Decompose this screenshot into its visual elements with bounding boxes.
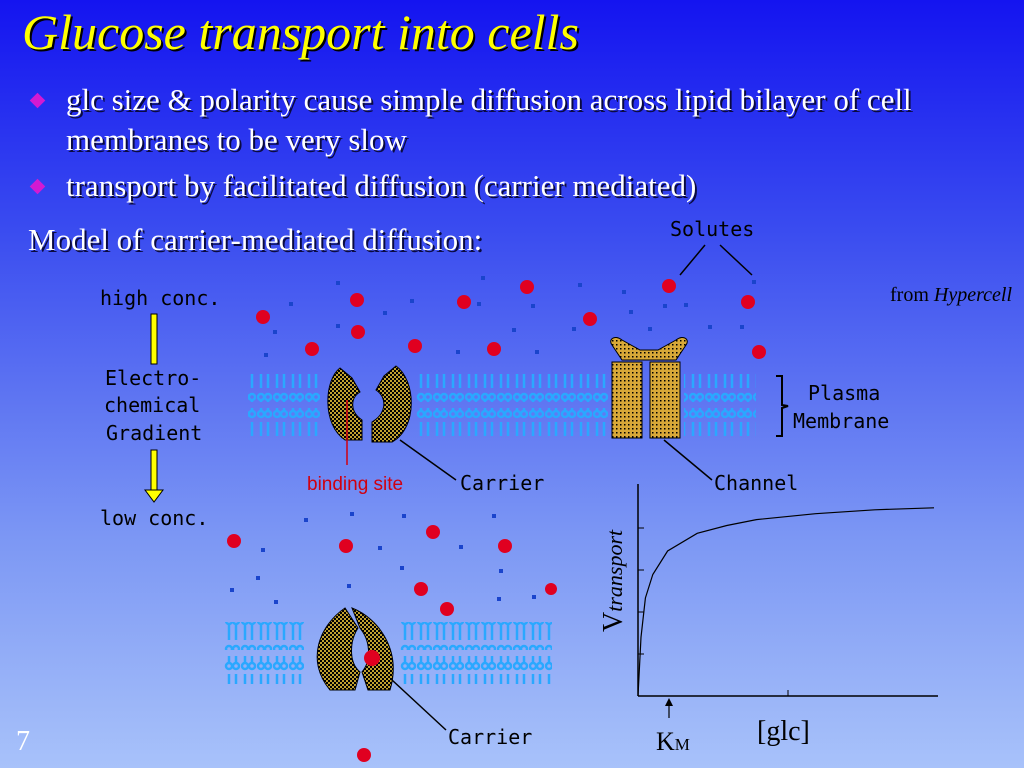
channel-protein-left: [611, 361, 643, 439]
gradient-label-line3: Gradient: [106, 421, 202, 445]
carrier-protein-right: [351, 607, 394, 691]
gradient-arrow-head: [144, 489, 164, 503]
carrier-protein-left: [316, 607, 361, 691]
subheading: Model of carrier-mediated diffusion:: [28, 222, 483, 257]
y-axis-label: Vtransport: [598, 529, 629, 632]
carrier-label: Carrier: [460, 471, 544, 495]
bullet-text: transport by facilitated diffusion (carr…: [66, 168, 697, 203]
solutes-pointer-line: [679, 244, 706, 276]
lipid-bilayer-bottom: [400, 656, 552, 684]
km-label: KM: [656, 727, 690, 756]
credit-prefix: from: [890, 284, 929, 306]
solutes-large-top: [256, 279, 766, 359]
low-conc-label: low conc.: [100, 506, 208, 530]
channel-gate: [610, 337, 688, 361]
lipid-bilayer-top: [684, 374, 756, 402]
gradient-label-line1: Electro-: [105, 366, 201, 390]
channel-label: Channel: [714, 471, 798, 495]
gradient-label-line2: chemical: [104, 393, 200, 417]
carrier-protein-left: [327, 367, 363, 441]
carrier-protein-right: [371, 365, 412, 443]
lipid-bilayer-bottom: [684, 408, 756, 436]
plasma-label-line1: Plasma: [808, 381, 880, 405]
bullet-item: transport by facilitated diffusion (carr…: [28, 166, 988, 206]
lipid-bilayer-top: [224, 622, 304, 650]
kinetics-graph: [637, 484, 938, 718]
high-conc-label: high conc.: [100, 286, 220, 310]
saturation-curve: [637, 507, 935, 697]
membrane-bracket: [776, 375, 789, 437]
solutes-small-bottom: [230, 512, 536, 604]
gradient-arrow-shaft-top: [150, 313, 158, 365]
x-axis-label: [glc]: [757, 716, 810, 747]
carrier-pointer-line: [391, 679, 447, 731]
solutes-large-bottom: [227, 525, 557, 762]
solutes-small-top: [264, 276, 756, 357]
channel-pointer-line: [663, 439, 713, 481]
credit: from Hypercell: [890, 284, 1012, 307]
carrier-pointer-line: [399, 439, 457, 481]
slide-number: 7: [16, 726, 30, 757]
solutes-pointer-line: [719, 244, 753, 276]
lipid-bilayer-bottom: [224, 656, 304, 684]
binding-site-label: binding site: [307, 474, 403, 495]
credit-source: Hypercell: [933, 284, 1012, 306]
channel-protein-right: [649, 361, 681, 439]
carrier-label-bottom: Carrier: [448, 725, 532, 749]
solutes-label: Solutes: [670, 217, 754, 241]
lipid-bilayer-bottom: [248, 408, 320, 436]
bullet-text: glc size & polarity cause simple diffusi…: [66, 82, 912, 157]
lipid-bilayer-top: [416, 374, 608, 402]
slide-title: Glucose transport into cells: [22, 4, 579, 60]
lipid-bilayer-bottom: [416, 408, 608, 436]
lipid-bilayer-top: [400, 622, 552, 650]
gradient-arrow-shaft-bottom: [150, 449, 158, 493]
lipid-bilayer-top: [248, 374, 320, 402]
plasma-label-line2: Membrane: [793, 409, 889, 433]
bound-solute: [364, 650, 380, 666]
bullet-list: glc size & polarity cause simple diffusi…: [28, 80, 988, 212]
km-arrow-head: [665, 698, 673, 706]
bullet-item: glc size & polarity cause simple diffusi…: [28, 80, 988, 160]
